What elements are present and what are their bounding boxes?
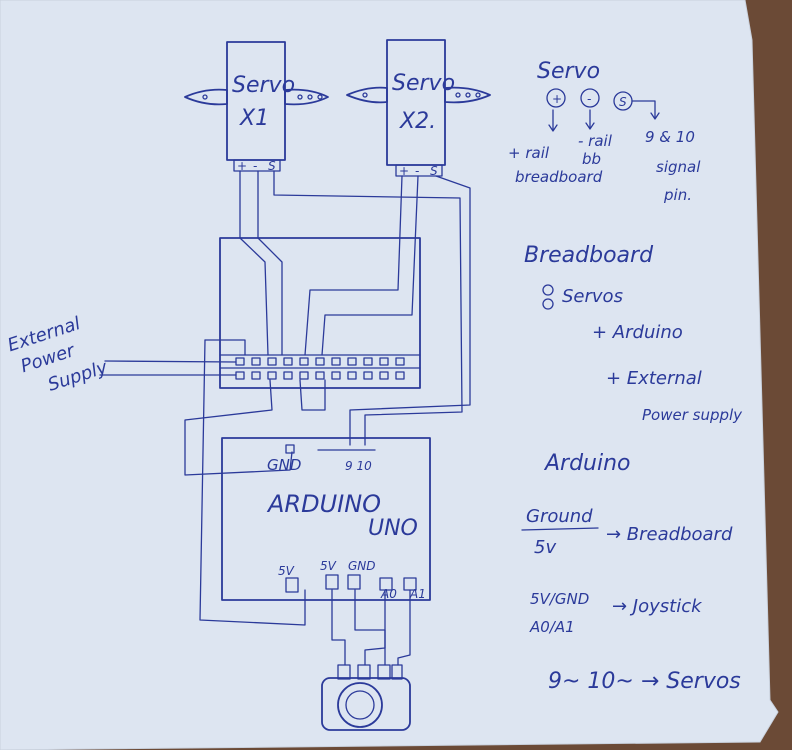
arduino-pin-5v-b: 5V (320, 559, 337, 573)
joystick (321, 664, 411, 731)
legend-servo-signal-b: signal (656, 158, 701, 176)
arduino-pin-5v-a: 5V (278, 564, 295, 578)
servo-x2-label: Servo (392, 71, 455, 96)
legend-breadboard-line2: + Arduino (592, 322, 683, 343)
legend-arduino-to-bb: → Breadboard (606, 524, 733, 545)
legend-servo-rail-plus: + rail (508, 144, 550, 162)
breadboard-holes (235, 357, 405, 380)
arduino-board (221, 437, 431, 601)
legend-breadboard: Breadboard Servos + Arduino + External P… (524, 243, 743, 424)
arduino-subtitle: UNO (368, 516, 418, 541)
legend-servo-title: Servo (537, 59, 600, 84)
servo-x1-pin-minus: - (253, 159, 257, 173)
servo-x1-pin-plus: + (237, 159, 247, 173)
servo-x1-id: X1 (239, 106, 269, 131)
legend-servo: Servo + - S + rail breadboard - rail bb … (508, 59, 701, 204)
legend-arduino-5v: 5v (534, 537, 556, 558)
legend-breadboard-line4: Power supply (642, 406, 743, 424)
servo-x2-pin-plus: + (399, 164, 409, 178)
legend-arduino-to-joy: → Joystick (612, 596, 703, 617)
legend-breadboard-line1: Servos (562, 286, 623, 307)
legend-servo-sym-s: S (619, 95, 627, 109)
arduino-pin-a0: A0 (380, 587, 397, 601)
legend-arduino-a-line: A0/A1 (529, 618, 575, 636)
servo-x2-id: X2. (399, 109, 436, 134)
servo-x1-label: Servo (232, 73, 295, 98)
legend-servo-sym-minus: - (587, 92, 591, 106)
legend-arduino: Arduino Ground 5v → Breadboard 5V/GND A0… (521, 451, 741, 694)
joystick-body (321, 677, 411, 731)
legend-servo-rail-plus-bb: breadboard (515, 168, 603, 186)
legend-arduino-ground: Ground (526, 506, 593, 527)
arduino-title: ARDUINO (266, 490, 381, 518)
servo-x1: Servo X1 + - S (184, 41, 329, 173)
servo-x1-horn (184, 88, 329, 106)
breadboard (219, 237, 421, 389)
legend-arduino-title: Arduino (543, 451, 631, 476)
legend-arduino-gnd-line: 5V/GND (530, 590, 589, 608)
legend-servo-rail-minus-bb: bb (582, 150, 601, 168)
servo-x2-pin-s: S (430, 164, 438, 178)
arduino-pin-gnd: GND (348, 559, 376, 573)
joystick-knob (337, 682, 383, 728)
arduino-uno: GND 9 10 ARDUINO UNO 5V 5V GND A0 A1 (221, 437, 431, 601)
servo-x2-horn (346, 86, 491, 104)
legend-servo-signal-c: pin. (663, 186, 692, 204)
arduino-gnd-top: GND (267, 456, 301, 474)
legend-servo-sym-plus: + (552, 92, 562, 106)
servo-x2-pin-header (395, 164, 443, 177)
servo-x2: Servo X2. + - S (346, 39, 491, 178)
servo-x1-pin-header (233, 159, 281, 172)
legend-arduino-servo-line: 9~ 10~ → Servos (548, 669, 741, 694)
joystick-wires (331, 589, 411, 666)
wires (99, 170, 471, 626)
legend-servo-rail-minus: - rail (578, 132, 613, 150)
legend-servo-signal-a: 9 & 10 (645, 128, 695, 146)
servo-x1-pin-s: S (268, 159, 276, 173)
arduino-pins-top: 9 10 (345, 459, 372, 473)
legend-breadboard-line3: + External (606, 368, 702, 389)
servo-x2-pin-minus: - (415, 164, 419, 178)
breadboard-outline (219, 237, 421, 389)
arduino-pin-a1: A1 (409, 587, 426, 601)
legend-breadboard-title: Breadboard (524, 243, 654, 268)
